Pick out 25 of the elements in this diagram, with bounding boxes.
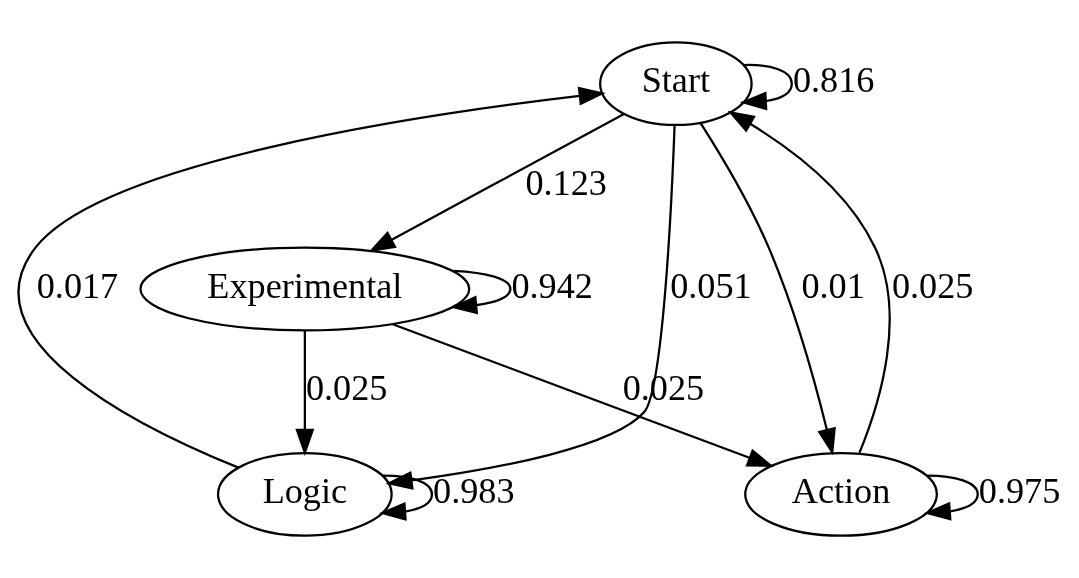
edge-label: 0.025 [891,265,974,306]
arrow [379,474,434,521]
arrow [392,323,775,468]
edge-label: 0.025 [305,368,388,409]
edge-label: 0.942 [511,265,593,306]
node-ellipse: Start [599,41,753,127]
edge-label: 0.123 [525,162,607,203]
arrow [727,110,891,454]
arrow [450,269,512,315]
edge-label: 0.816 [792,60,875,101]
edge-label: 0.983 [433,470,515,511]
arrow [18,86,606,469]
arrow [923,474,979,521]
node-ellipse: Logic [216,451,393,537]
arrow [739,63,793,111]
arrow [699,122,836,456]
arrow [295,330,315,456]
edge-label: 0.017 [36,265,119,306]
edge-label: 0.01 [801,265,865,306]
edge-label: 0.975 [978,470,1061,511]
node-ellipse: Experimental [139,246,471,332]
node-ellipse: Action [744,451,938,537]
edge-label: 0.051 [670,265,752,306]
arrow [368,113,625,253]
arrow [385,125,676,490]
